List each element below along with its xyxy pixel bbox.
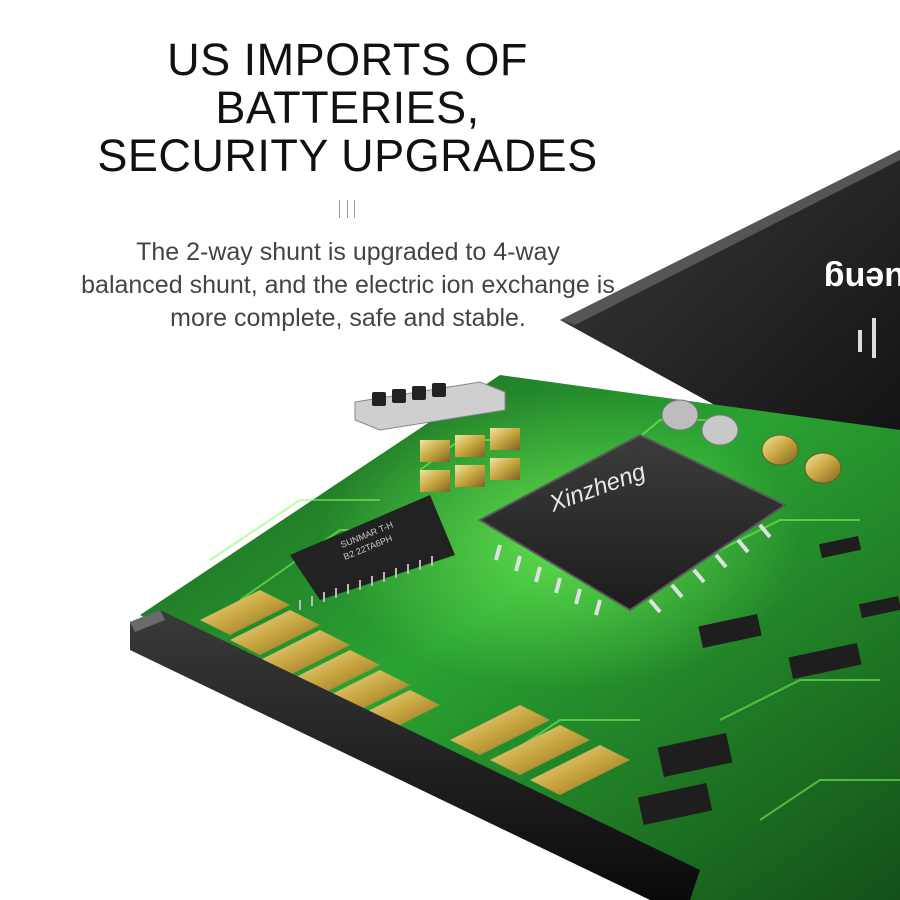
ic-chip-left: SUNMAR T-H B2 22TA6PH [290, 495, 455, 610]
description-line-2: balanced shunt, and the electric ion exc… [81, 271, 615, 299]
headline-line-3: SECURITY UPGRADES [97, 130, 598, 181]
description: The 2-way shunt is upgraded to 4-way bal… [22, 236, 674, 335]
description-line-1: The 2-way shunt is upgraded to 4-way [136, 238, 560, 266]
headline-line-1: US IMPORTS OF [167, 34, 528, 85]
battery-brand-text: ueng [824, 260, 900, 298]
small-components [637, 535, 900, 825]
battery-cover: ueng [560, 150, 900, 470]
headline: US IMPORTS OF BATTERIES, SECURITY UPGRAD… [40, 36, 655, 180]
flex-connector [354, 381, 506, 431]
gold-pads [420, 428, 520, 492]
capacitors [661, 399, 842, 484]
battery-frame [130, 610, 700, 900]
headline-line-2: BATTERIES, [215, 82, 480, 133]
divider-icon [339, 200, 355, 218]
description-line-3: more complete, safe and stable. [170, 304, 526, 332]
